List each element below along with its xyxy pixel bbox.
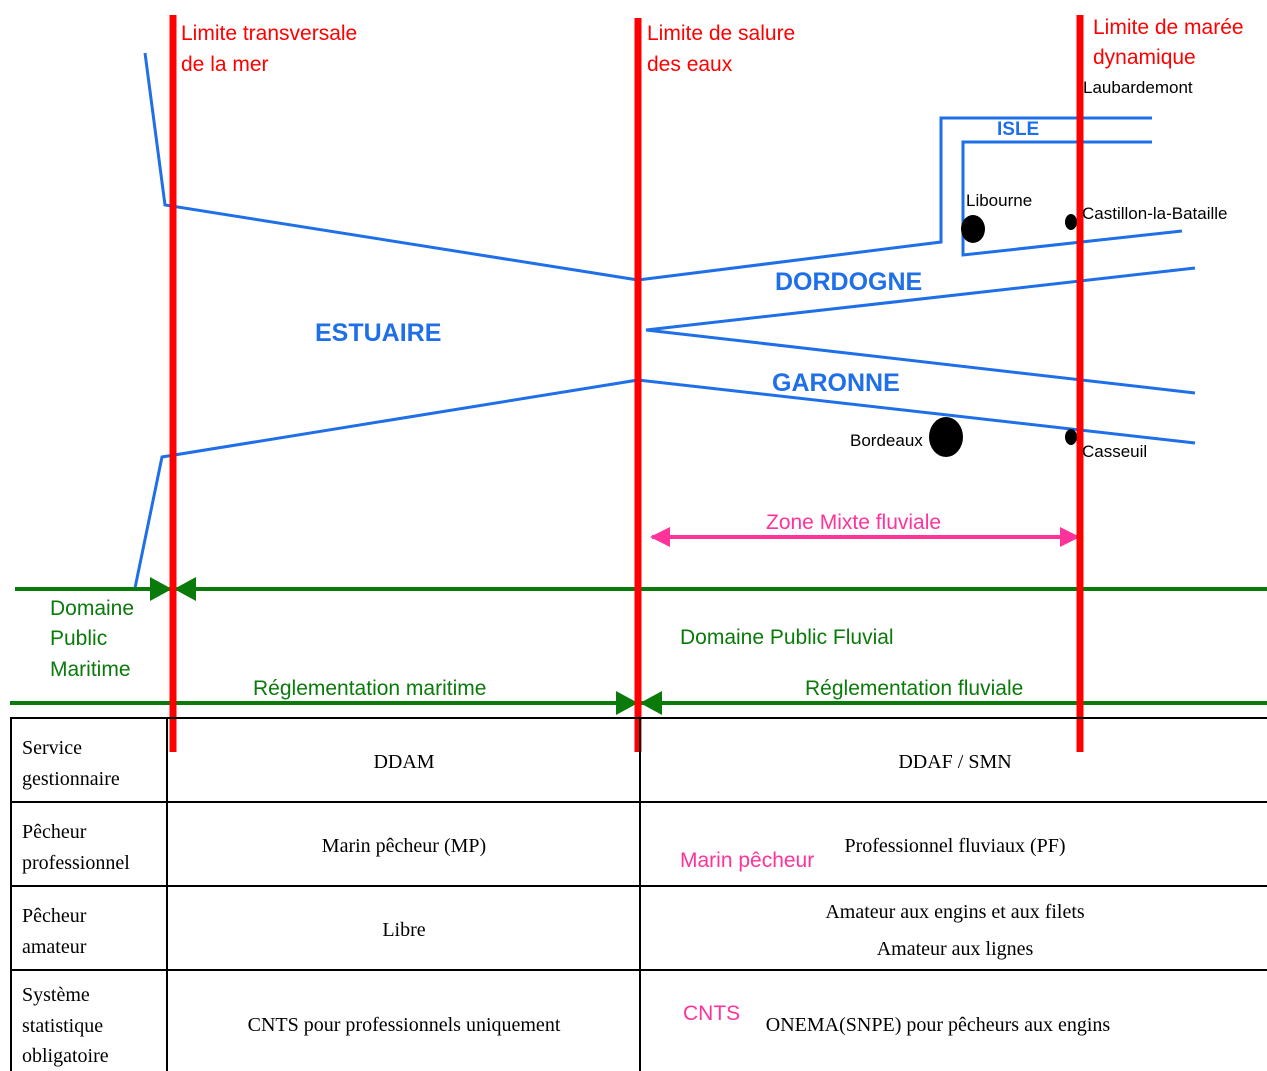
row1-header-line1: Service <box>22 737 82 759</box>
row3-header-line2: amateur <box>22 936 87 958</box>
maritime-arrow-right <box>150 577 172 601</box>
row4-fluvial-cell: ONEMA(SNPE) pour pêcheurs aux engins <box>766 1014 1111 1036</box>
casseuil-marker <box>1065 429 1077 445</box>
row4-header-line1: Système <box>22 984 90 1006</box>
isle-label: ISLE <box>997 119 1039 140</box>
row3-fluvial-cell-line1: Amateur aux engins et aux filets <box>825 901 1085 923</box>
libourne-label: Libourne <box>966 191 1032 210</box>
fluvial-domain-label: Domaine Public Fluvial <box>680 626 894 649</box>
maritime-domain-label-line1: Domaine <box>50 597 134 620</box>
libourne-marker <box>961 215 985 243</box>
maritime-rules-label: Réglementation maritime <box>253 677 486 700</box>
row2-maritime-cell: Marin pêcheur (MP) <box>322 835 486 857</box>
domain-arrows <box>150 577 662 715</box>
bordeaux-marker <box>929 417 963 457</box>
dordogne-label: DORDOGNE <box>775 268 922 296</box>
row1-fluvial-cell: DDAF / SMN <box>898 751 1011 773</box>
maritime-arrow-left <box>174 577 196 601</box>
castillon-marker <box>1065 214 1077 230</box>
estuary-north-bank <box>143 52 1152 282</box>
salinity-limit-label-line1: Limite de salure <box>647 22 795 45</box>
row1-header-line2: gestionnaire <box>22 768 120 790</box>
salinity-arrow-right <box>616 691 638 715</box>
row3-fluvial-cell-line2: Amateur aux lignes <box>877 938 1034 960</box>
river-outlines <box>133 52 1196 589</box>
casseuil-label: Casseuil <box>1082 442 1147 461</box>
row4-header-line2: statistique <box>22 1015 103 1037</box>
row2-fluvial-cell: Professionnel fluviaux (PF) <box>844 835 1065 857</box>
tide-limit-label-line1: Limite de marée <box>1093 16 1244 39</box>
row2-header-line1: Pêcheur <box>22 821 87 843</box>
salinity-arrow-left <box>640 691 662 715</box>
laubardemont-label: Laubardemont <box>1083 78 1193 97</box>
row4-header-line3: obligatoire <box>22 1045 109 1067</box>
estuary-south-bank <box>133 378 1196 589</box>
isle-south-bank <box>961 140 1183 257</box>
row3-maritime-cell: Libre <box>382 919 425 941</box>
row2-fluvial-note: Marin pêcheur <box>680 849 814 872</box>
maritime-domain-label-line3: Maritime <box>50 658 131 681</box>
row4-maritime-cell: CNTS pour professionnels uniquement <box>248 1014 561 1036</box>
garonne-north-bank <box>645 328 1196 395</box>
row4-fluvial-note: CNTS <box>683 1002 740 1025</box>
row3-header-line1: Pêcheur <box>22 905 87 927</box>
regulation-table <box>10 717 1267 1071</box>
garonne-label: GARONNE <box>772 369 900 397</box>
mixed-zone-label: Zone Mixte fluviale <box>766 511 941 534</box>
salinity-limit-label-line2: des eaux <box>647 53 733 76</box>
dordogne-south-bank <box>645 266 1196 332</box>
row1-maritime-cell: DDAM <box>373 751 434 773</box>
limit-lines <box>169 15 1084 752</box>
bordeaux-label: Bordeaux <box>850 431 923 450</box>
sea-limit-label-line2: de la mer <box>181 53 269 76</box>
sea-limit-label-line1: Limite transversale <box>181 22 357 45</box>
estuary-label: ESTUAIRE <box>315 319 441 347</box>
row2-header-line2: professionnel <box>22 852 130 874</box>
maritime-domain-label-line2: Public <box>50 627 107 650</box>
tide-limit-label-line2: dynamique <box>1093 46 1196 69</box>
fluvial-rules-label: Réglementation fluviale <box>805 677 1023 700</box>
castillon-label: Castillon-la-Bataille <box>1082 204 1228 223</box>
town-markers <box>929 214 1077 457</box>
